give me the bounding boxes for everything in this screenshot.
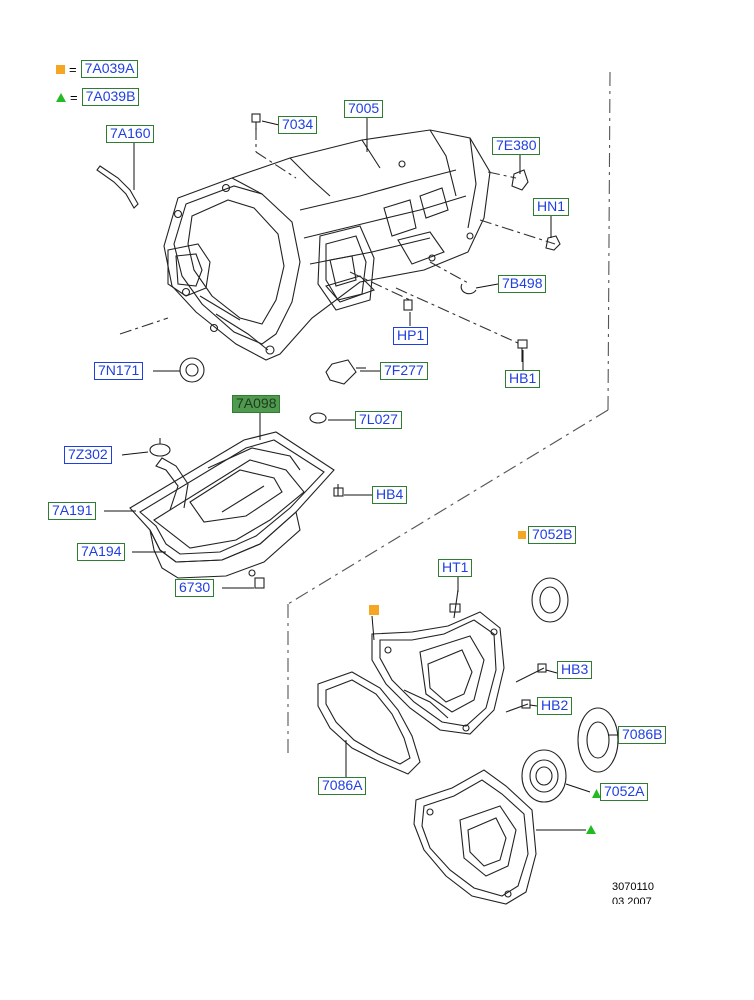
bolt-hb4: [333, 484, 344, 497]
part-label-7005[interactable]: 7005: [344, 100, 384, 118]
part-label-7034[interactable]: 7034: [278, 116, 318, 134]
orange-square-marker: [369, 605, 379, 615]
part-label-7f277[interactable]: 7F277: [380, 362, 428, 380]
gasket-7086b: [577, 707, 619, 773]
bolt-hb2: [505, 699, 531, 713]
clip: [460, 283, 477, 295]
part-label-7n171[interactable]: 7N171: [94, 362, 144, 380]
part-label-7l027[interactable]: 7L027: [355, 411, 402, 429]
stud-ht1: [449, 589, 461, 619]
part-label-7052a[interactable]: 7052A: [600, 783, 649, 801]
gasket-7086a: [317, 671, 421, 775]
part-label-hb3[interactable]: HB3: [557, 661, 593, 679]
plug-hp1: [403, 299, 413, 311]
sensor: [511, 169, 529, 191]
illustration-reference-sub: 03 2007: [612, 896, 652, 904]
part-label-hb2[interactable]: HB2: [537, 697, 573, 715]
green-triangle-marker: [592, 789, 601, 798]
section-boundary: [287, 71, 611, 756]
part-label-7a160[interactable]: 7A160: [106, 125, 155, 143]
vent-fitting: [251, 113, 261, 130]
oil-pan: [129, 431, 335, 579]
oring-7l027: [309, 412, 327, 424]
part-label-7b498[interactable]: 7B498: [498, 275, 547, 293]
part-label-7a098[interactable]: 7A098: [232, 395, 281, 413]
legend-equals: =: [69, 61, 77, 77]
green-triangle-icon: [56, 92, 66, 102]
seal-7n171: [179, 357, 205, 383]
legend-code-7a039a[interactable]: 7A039A: [80, 60, 139, 78]
bolt-hb3: [515, 663, 547, 683]
part-label-hb4[interactable]: HB4: [372, 486, 408, 504]
orange-square-marker: [518, 531, 526, 539]
part-label-7a191[interactable]: 7A191: [48, 502, 97, 520]
nut-hn1: [545, 235, 561, 251]
legend-equals: =: [70, 89, 78, 105]
extension-housing-upper: [371, 611, 505, 735]
part-label-ht1[interactable]: HT1: [438, 559, 473, 577]
part-label-7e380[interactable]: 7E380: [492, 137, 541, 155]
legend-row-orange: = 7A039A: [56, 60, 139, 78]
part-label-7a194[interactable]: 7A194: [77, 543, 126, 561]
orange-square-icon: [56, 64, 65, 74]
assembly-axis-lines: [119, 128, 556, 345]
legend-code-7a039b[interactable]: 7A039B: [81, 88, 140, 106]
illustration-reference-number: 3070110: [612, 881, 655, 893]
seal-7052a: [521, 749, 567, 803]
seal-7052b: [531, 577, 569, 623]
part-label-hb1[interactable]: HB1: [505, 370, 541, 388]
part-label-hn1[interactable]: HN1: [533, 198, 570, 216]
connector-7f277: [325, 359, 366, 385]
part-label-7z302[interactable]: 7Z302: [64, 446, 112, 464]
bolt-hb1: [517, 339, 528, 362]
part-label-6730[interactable]: 6730: [175, 579, 215, 597]
extension-housing-lower: [413, 769, 537, 905]
part-label-7052b[interactable]: 7052B: [528, 526, 577, 544]
part-label-hp1[interactable]: HP1: [393, 327, 429, 345]
part-label-7086a[interactable]: 7086A: [318, 777, 367, 795]
leader-lines: [104, 117, 618, 831]
drain-plug: [254, 577, 265, 589]
transmission-case: [163, 129, 491, 361]
part-label-7086b[interactable]: 7086B: [618, 726, 667, 744]
green-triangle-marker: [586, 825, 596, 834]
seal-7z302: [149, 438, 171, 457]
legend-row-green: = 7A039B: [56, 88, 140, 106]
dipstick-tube: [96, 165, 139, 209]
